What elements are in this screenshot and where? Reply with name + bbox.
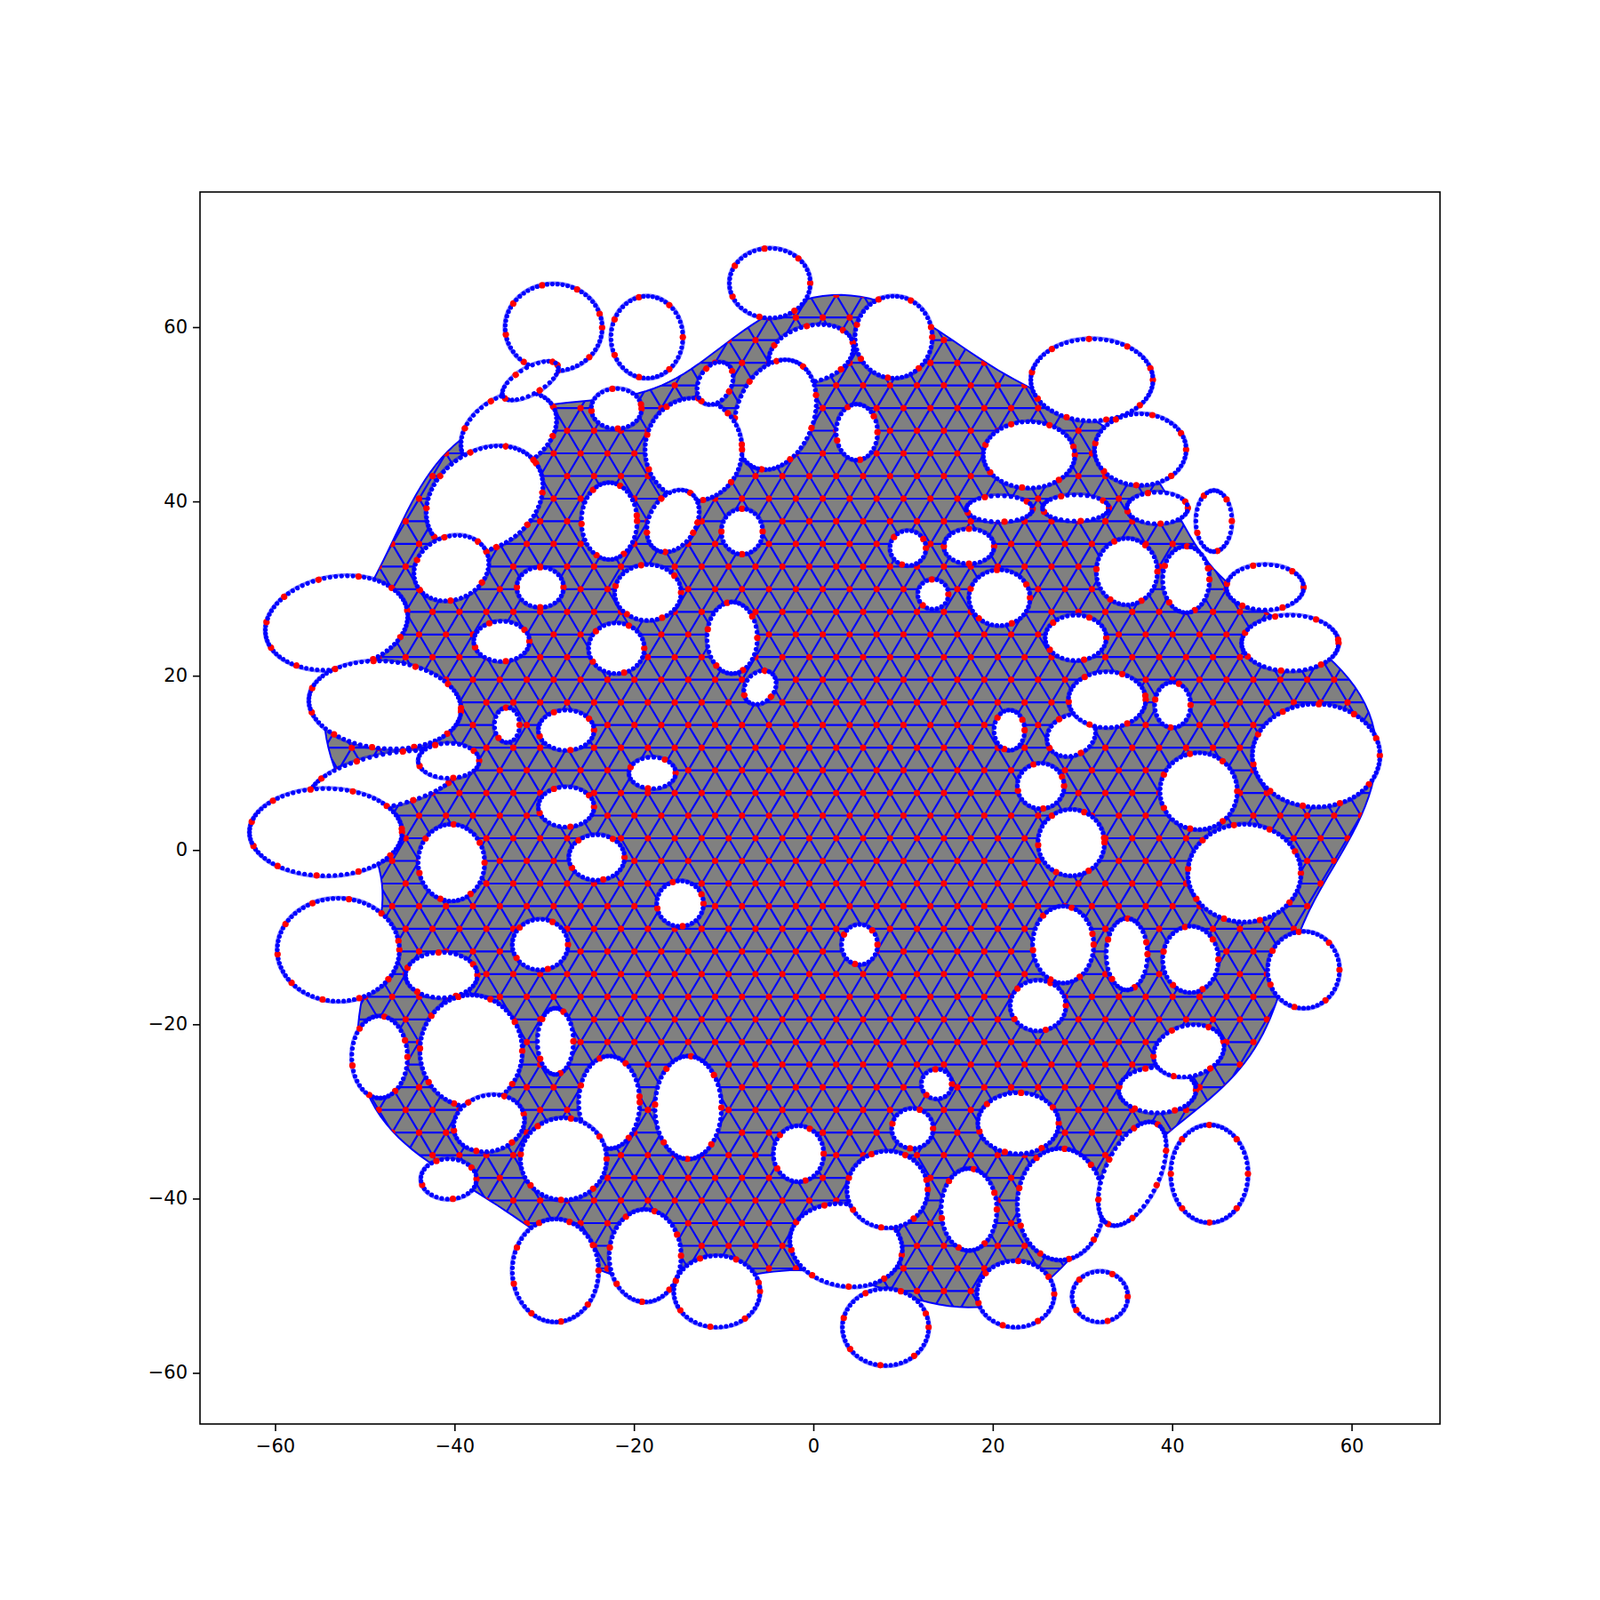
figure: −60−40−200204060−60−40−200204060 bbox=[0, 0, 1600, 1600]
